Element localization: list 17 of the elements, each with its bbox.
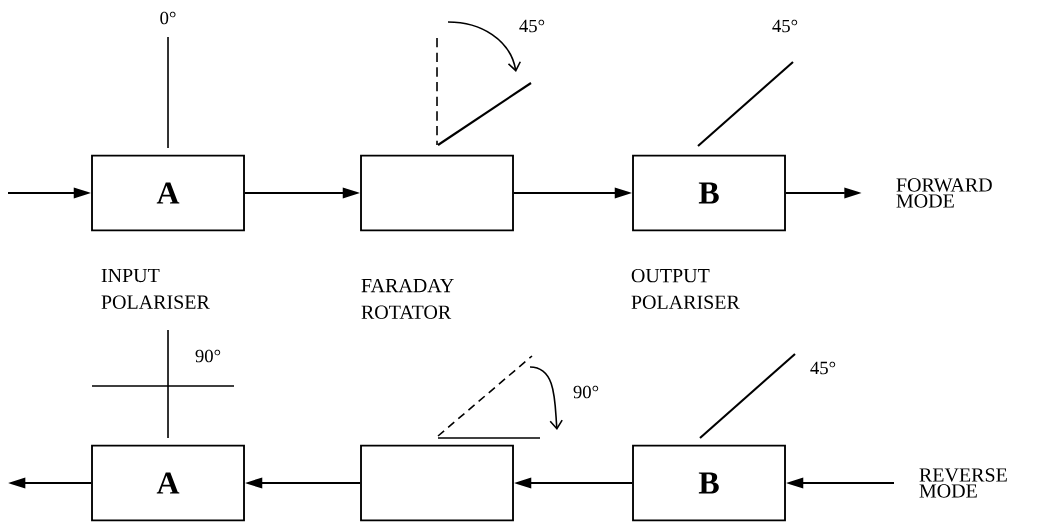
- angle-label: 90°: [195, 349, 221, 363]
- component-label: FARADAY ROTATOR: [361, 278, 454, 319]
- rotator-box: [360, 444, 514, 522]
- rotator-box: [360, 154, 514, 232]
- polariser-box: B: [632, 444, 786, 522]
- angle-label: 45°: [810, 361, 836, 375]
- angle-label: 45°: [772, 19, 798, 33]
- component-label: OUTPUT POLARISER: [631, 268, 740, 309]
- polariser-box: A: [91, 154, 245, 232]
- mode-label: FORWARD MODE: [896, 178, 992, 208]
- angle-label: 90°: [573, 385, 599, 399]
- mode-label: REVERSE MODE: [919, 468, 1007, 498]
- angle-label: 0°: [160, 11, 176, 25]
- component-label: INPUT POLARISER: [101, 268, 210, 309]
- polariser-box: B: [632, 154, 786, 232]
- angle-label: 45°: [519, 19, 545, 33]
- polariser-box: A: [91, 444, 245, 522]
